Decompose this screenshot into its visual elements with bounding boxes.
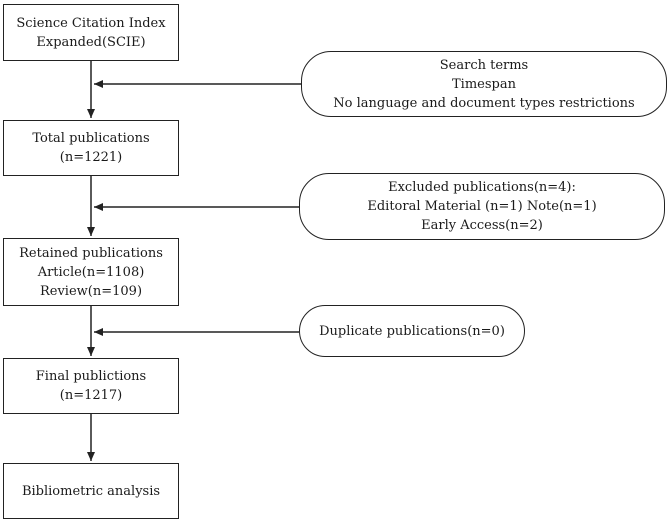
total-publications-label: Total publications [32,131,150,146]
source-subtitle: Expanded(SCIE) [36,34,146,50]
excluded-publications-box: Excluded publications(n=4): Editoral Mat… [299,173,665,240]
retained-publications-box: Retained publications Article(n=1108) Re… [3,238,179,306]
timespan-text: Timespan [452,76,516,92]
search-terms-text: Search terms [439,57,529,73]
retained-publications-label: Retained publications [19,245,163,261]
total-publications-box: Total publications (n=1221) [3,120,179,176]
search-criteria-box: Search terms Timespan No language and do… [301,51,667,117]
final-publications-count: (n=1217) [59,388,123,403]
source-box: Science Citation Index Expanded(SCIE) [3,4,179,61]
duplicate-publications-text: Duplicate publications(n=0) [319,323,505,339]
bibliometric-analysis-label: Bibliometric analysis [21,483,161,499]
bibliometric-analysis-box: Bibliometric analysis [3,463,179,519]
restrictions-text: No language and document types restricti… [333,95,635,111]
source-title: Science Citation Index [16,15,166,31]
excluded-early-access-text: Early Access(n=2) [421,218,543,233]
duplicate-publications-box: Duplicate publications(n=0) [299,305,525,357]
total-publications-count: (n=1221) [59,150,123,165]
retained-article-count: Article(n=1108) [37,264,145,280]
final-publications-label: Final publictions [35,369,147,384]
retained-review-count: Review(n=109) [39,283,143,299]
final-publications-box: Final publictions (n=1217) [3,358,179,414]
excluded-count-text: Excluded publications(n=4): [388,180,576,195]
excluded-material-note-text: Editoral Material (n=1) Note(n=1) [367,199,597,214]
